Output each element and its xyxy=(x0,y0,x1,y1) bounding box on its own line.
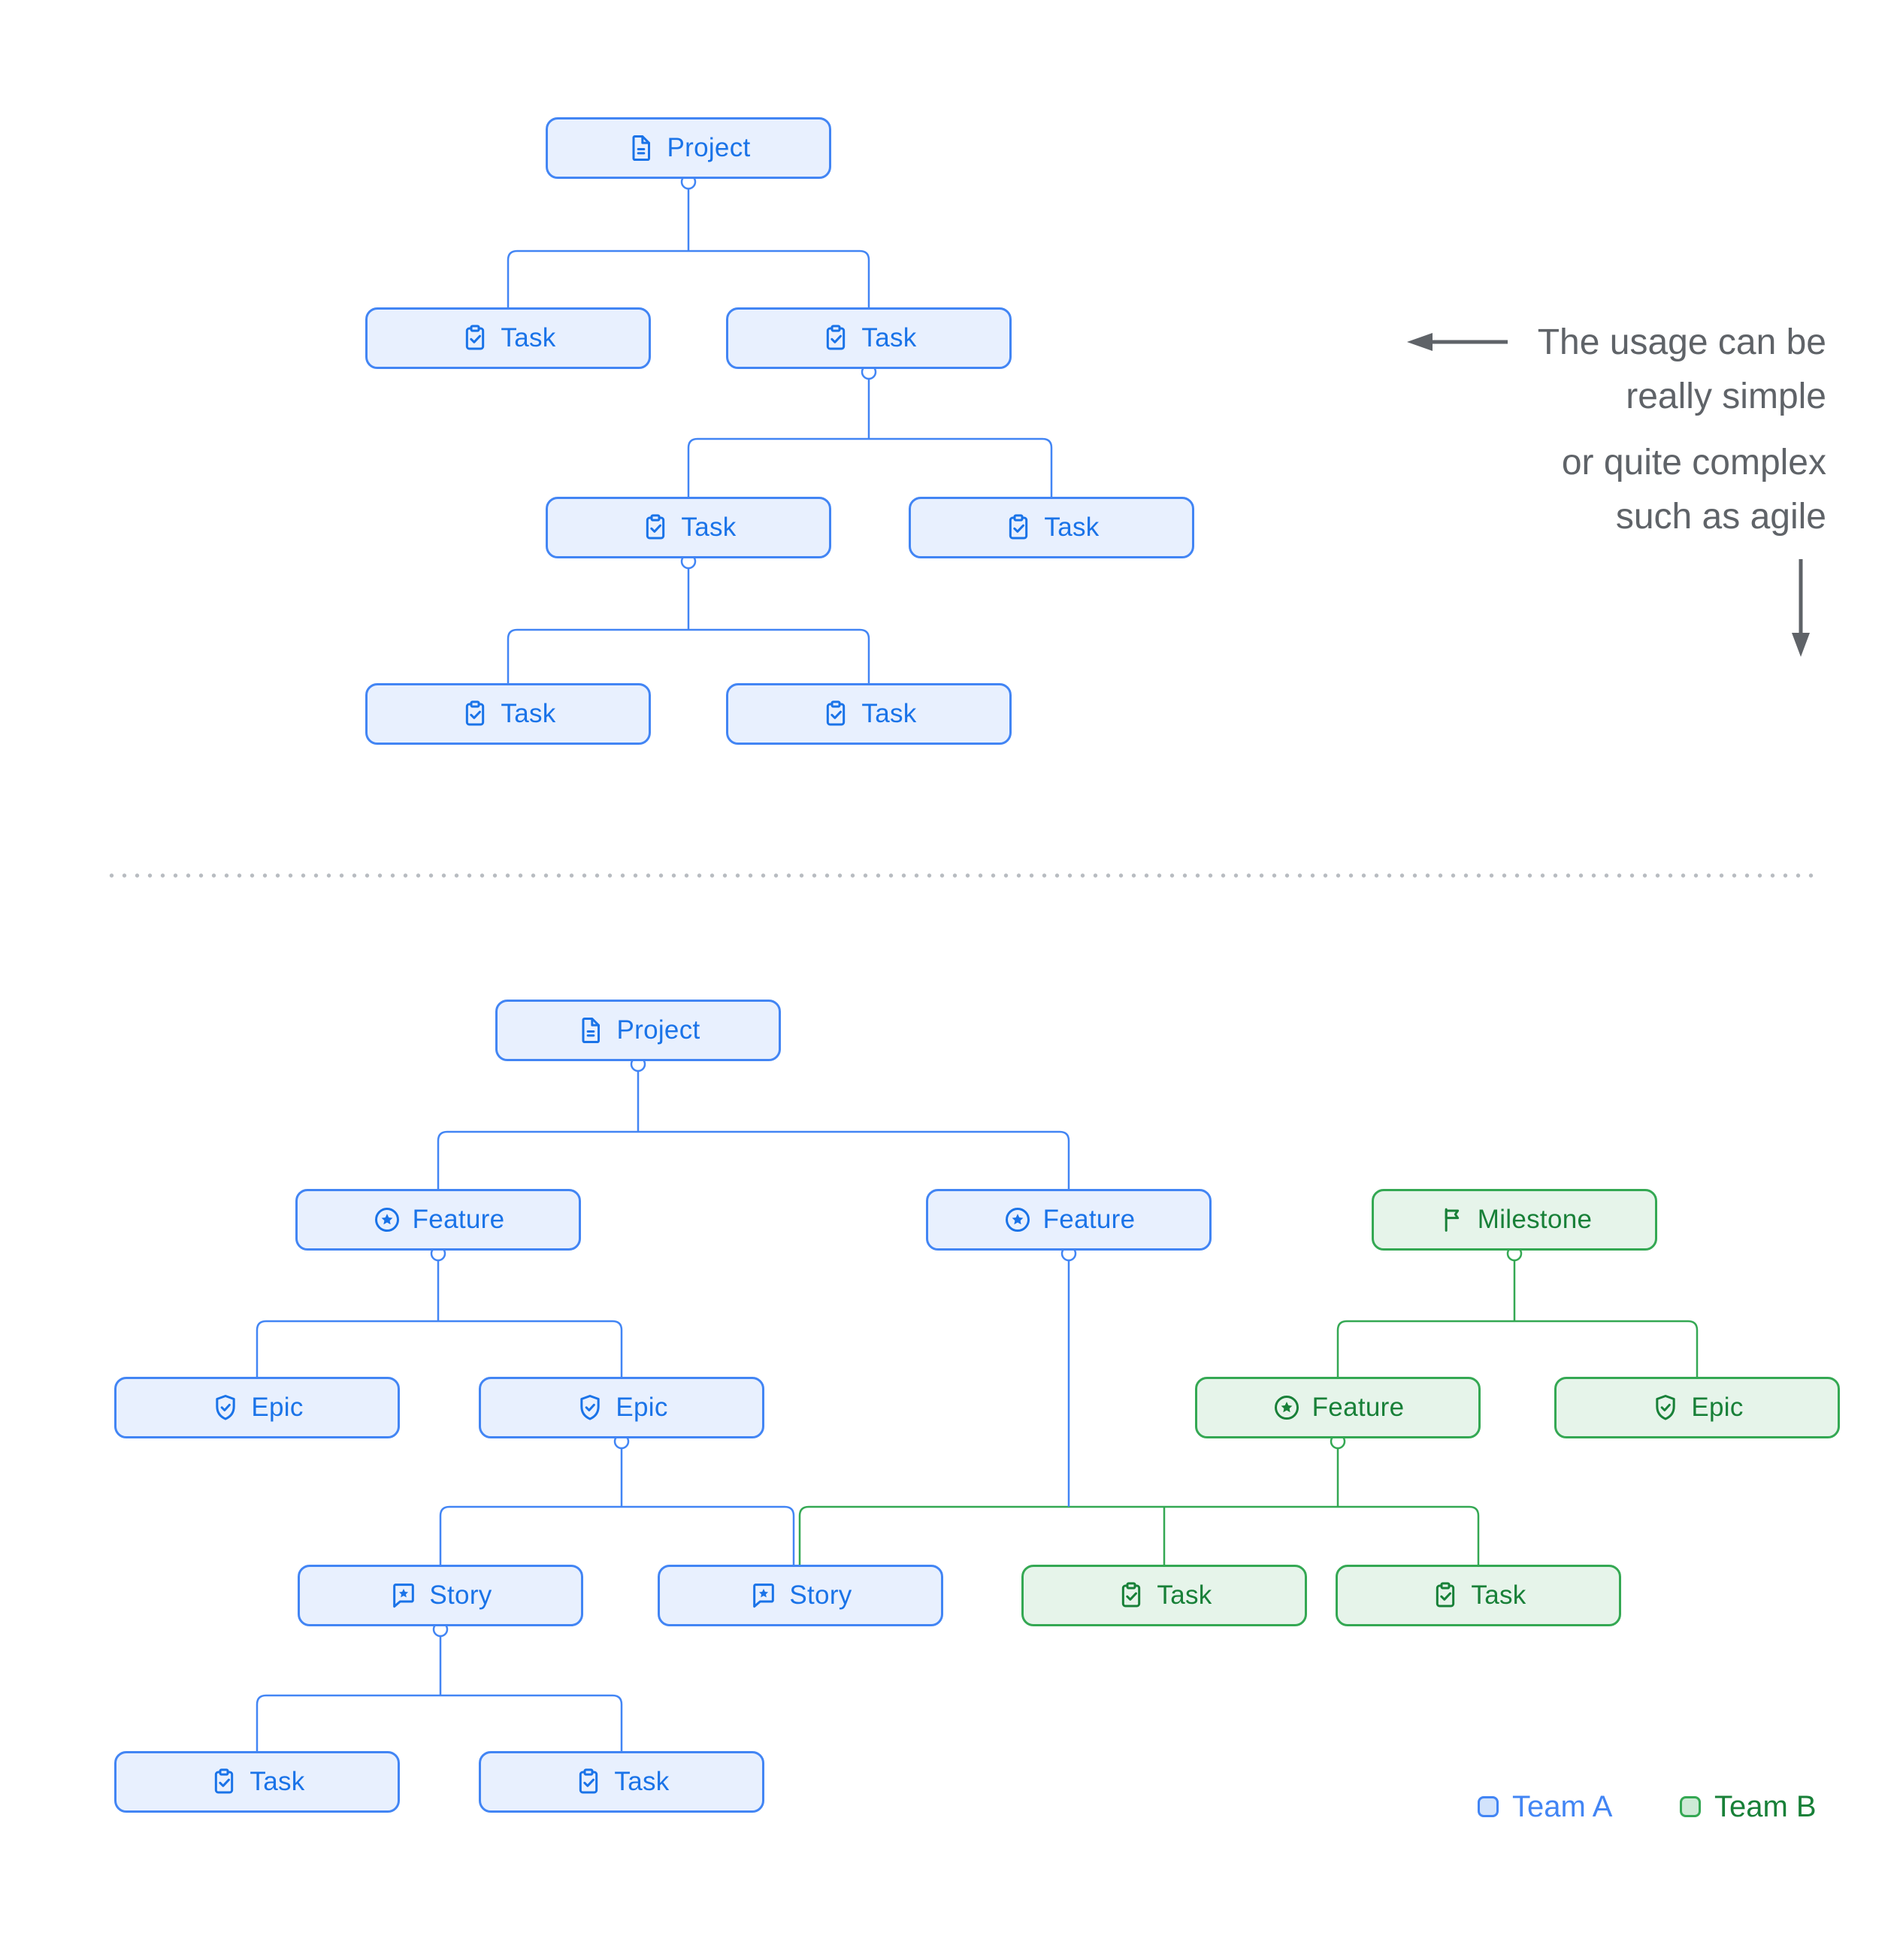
clipboard-check-icon xyxy=(821,699,851,729)
node-label: Epic xyxy=(616,1393,668,1422)
simple-task-6-node: Task xyxy=(726,683,1012,745)
simple-task-4-node: Task xyxy=(909,497,1194,558)
node-label: Task xyxy=(681,513,737,542)
annotation-line: really simple xyxy=(1626,377,1826,416)
complex-epic-2-node: Epic xyxy=(479,1377,764,1438)
simple-task-2-node: Task xyxy=(726,307,1012,369)
connector-line xyxy=(437,1130,1070,1189)
node-label: Epic xyxy=(1691,1393,1744,1422)
node-label: Epic xyxy=(251,1393,304,1422)
document-icon xyxy=(576,1015,606,1045)
clipboard-check-icon xyxy=(1003,513,1033,543)
node-label: Feature xyxy=(1042,1205,1136,1234)
connector-line xyxy=(798,1505,1480,1565)
clipboard-check-icon xyxy=(460,699,490,729)
complex-task-2-node: Task xyxy=(1336,1565,1621,1626)
node-label: Story xyxy=(429,1580,492,1610)
complex-task-3-node: Task xyxy=(114,1751,400,1813)
node-label: Task xyxy=(1471,1580,1526,1610)
legend-label: Team A xyxy=(1512,1790,1613,1823)
simple-task-5-node: Task xyxy=(365,683,651,745)
node-label: Story xyxy=(789,1580,852,1610)
node-label: Task xyxy=(861,323,917,352)
shield-check-icon xyxy=(210,1393,241,1423)
complex-feature-3-node: Feature xyxy=(1195,1377,1481,1438)
arrow-left-icon xyxy=(1407,333,1508,351)
annotation-line: such as agile xyxy=(1615,497,1826,537)
complex-story-2-node: Story xyxy=(658,1565,943,1626)
connector-line xyxy=(256,1694,623,1751)
node-label: Task xyxy=(501,323,556,352)
node-label: Feature xyxy=(1312,1393,1405,1422)
dotted-divider xyxy=(105,873,1819,878)
comment-star-icon xyxy=(389,1580,419,1611)
clipboard-check-icon xyxy=(821,323,851,353)
arrow-down-icon xyxy=(1792,559,1810,657)
star-circle-icon xyxy=(1003,1205,1033,1235)
node-label: Feature xyxy=(412,1205,505,1234)
team-a-swatch xyxy=(1478,1796,1499,1817)
annotation-line: The usage can be xyxy=(1537,322,1826,362)
connector-line xyxy=(256,1320,623,1377)
simple-task-3-node: Task xyxy=(546,497,831,558)
star-circle-icon xyxy=(1272,1393,1302,1423)
node-label: Project xyxy=(667,133,751,162)
document-icon xyxy=(626,133,656,163)
complex-epic-1-node: Epic xyxy=(114,1377,400,1438)
connector-line xyxy=(507,250,870,307)
connector-line xyxy=(439,1505,795,1565)
annotation-line: or quite complex xyxy=(1561,443,1826,482)
connector-line xyxy=(1336,1320,1699,1377)
clipboard-check-icon xyxy=(1430,1580,1460,1611)
legend-item-team-b: Team B xyxy=(1680,1792,1817,1822)
clipboard-check-icon xyxy=(1116,1580,1146,1611)
node-label: Milestone xyxy=(1477,1205,1593,1234)
legend-label: Team B xyxy=(1714,1790,1817,1823)
clipboard-check-icon xyxy=(640,513,670,543)
node-label: Task xyxy=(501,699,556,728)
clipboard-check-icon xyxy=(209,1767,239,1797)
star-circle-icon xyxy=(372,1205,402,1235)
node-label: Task xyxy=(614,1767,670,1796)
simple-project-node: Project xyxy=(546,117,831,179)
flag-icon xyxy=(1437,1205,1467,1235)
complex-milestone-node: Milestone xyxy=(1372,1189,1657,1251)
team-b-swatch xyxy=(1680,1796,1701,1817)
node-label: Task xyxy=(1157,1580,1212,1610)
complex-feature-1-node: Feature xyxy=(295,1189,581,1251)
shield-check-icon xyxy=(575,1393,605,1423)
complex-epic-3-node: Epic xyxy=(1554,1377,1840,1438)
connector-line xyxy=(687,437,1053,497)
annotation-complex: or quite complex such as agile xyxy=(1300,436,1826,544)
clipboard-check-icon xyxy=(460,323,490,353)
complex-story-1-node: Story xyxy=(298,1565,583,1626)
complex-project-node: Project xyxy=(495,1000,781,1061)
connector-line xyxy=(507,628,870,683)
node-label: Task xyxy=(861,699,917,728)
node-label: Task xyxy=(1044,513,1100,542)
complex-feature-2-node: Feature xyxy=(926,1189,1212,1251)
shield-check-icon xyxy=(1650,1393,1681,1423)
complex-task-4-node: Task xyxy=(479,1751,764,1813)
node-label: Project xyxy=(616,1015,700,1045)
simple-task-1-node: Task xyxy=(365,307,651,369)
node-label: Task xyxy=(250,1767,305,1796)
legend-item-team-a: Team A xyxy=(1478,1792,1612,1822)
comment-star-icon xyxy=(749,1580,779,1611)
clipboard-check-icon xyxy=(573,1767,604,1797)
annotation-simple: The usage can be really simple xyxy=(1300,316,1826,424)
complex-task-1-node: Task xyxy=(1021,1565,1307,1626)
